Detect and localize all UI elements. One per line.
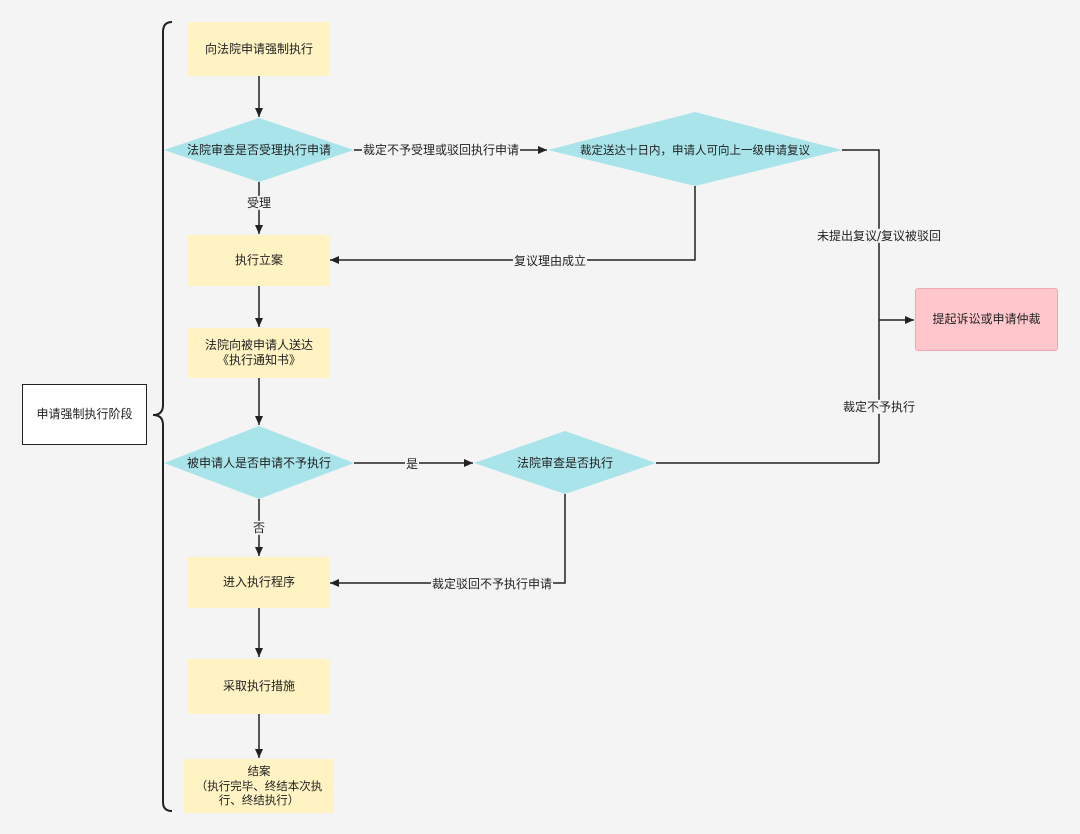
review-notice-label-wrap: 裁定送达十日内，申请人可向上一级申请复议 [566,140,824,160]
apply-node: 向法院申请强制执行 [188,22,330,76]
phase-label: 申请强制执行阶段 [36,407,133,421]
accept-check-label: 法院审查是否受理执行申请 [186,142,331,157]
lawsuit-label: 提起诉讼或申请仲裁 [932,312,1041,326]
filing-node: 执行立案 [188,235,330,286]
objection-label: 被申请人是否申请不予执行 [186,455,331,470]
phase-label-box: 申请强制执行阶段 [22,384,147,445]
edge-review-to-filing [330,186,696,264]
apply-label: 向法院申请强制执行 [204,41,313,56]
edge-court-to-enter [330,494,566,587]
measures-label: 采取执行措施 [222,679,295,693]
court-review-label-wrap: 法院审查是否执行 [495,453,635,473]
phase-brace [152,21,173,812]
review-notice-label: 裁定送达十日内，申请人可向上一级申请复议 [580,142,810,157]
edge-review-to-lawsuit-line [842,149,880,463]
notify-node: 法院向被申请人送达 《执行通知书》 [188,328,330,378]
enter-label: 进入执行程序 [222,575,295,589]
court-review-diamond [474,431,656,494]
measures-node: 采取执行措施 [188,659,330,714]
edge-label-reject-objection: 裁定驳回不予执行申请 [430,576,554,592]
objection-diamond [164,426,354,499]
accept-check-diamond [164,118,354,182]
court-review-label: 法院审查是否执行 [516,455,613,470]
notify-label: 法院向被申请人送达 《执行通知书》 [204,338,313,367]
edge-label-review-upheld: 复议理由成立 [512,253,588,269]
close-node: 结案 （执行完毕、终结本次执 行、终结执行） [184,759,334,813]
edge-label-not-execute: 裁定不予执行 [841,399,917,415]
edge-label-yes: 是 [404,456,420,472]
review-notice-diamond [548,112,842,186]
edge-label-reject-application: 裁定不予受理或驳回执行申请 [361,142,521,158]
lawsuit-node: 提起诉讼或申请仲裁 [915,288,1058,351]
edge-label-accepted: 受理 [245,195,273,211]
close-label: 结案 （执行完毕、终结本次执 行、终结执行） [195,764,323,808]
edge-label-no: 否 [251,520,267,536]
accept-check-label-wrap: 法院审查是否受理执行申请 [174,140,344,160]
edge-label-no-review: 未提出复议/复议被驳回 [815,228,943,244]
objection-label-wrap: 被申请人是否申请不予执行 [174,453,344,473]
filing-label: 执行立案 [234,253,283,267]
enter-node: 进入执行程序 [188,557,330,608]
